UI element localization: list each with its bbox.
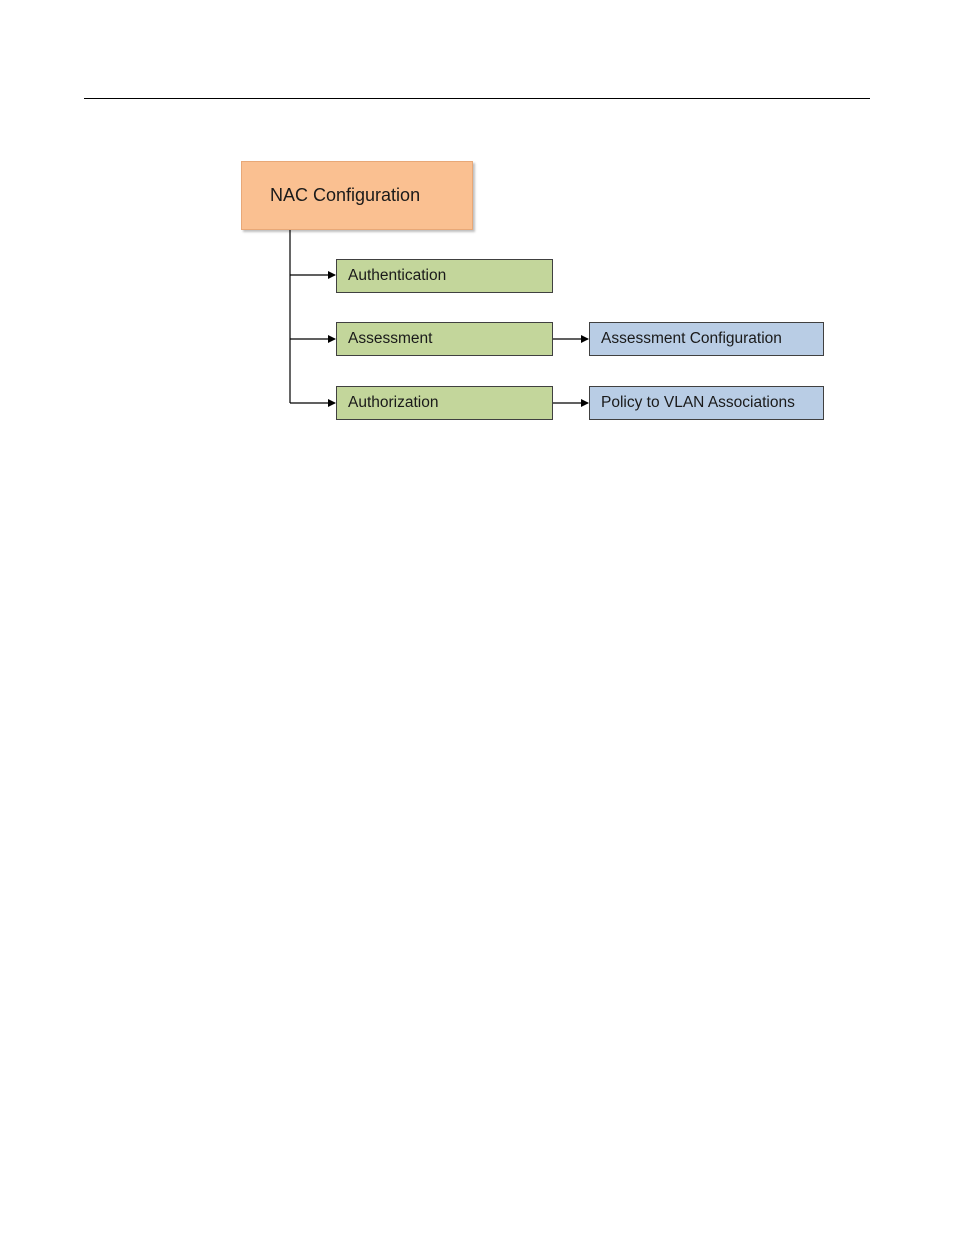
node-authorization: Authorization bbox=[336, 386, 553, 420]
root-node-label: NAC Configuration bbox=[270, 185, 420, 206]
node-authorization-label: Authorization bbox=[348, 394, 438, 412]
node-policy-vlan-associations: Policy to VLAN Associations bbox=[589, 386, 824, 420]
node-authentication: Authentication bbox=[336, 259, 553, 293]
node-assessment-label: Assessment bbox=[348, 330, 432, 348]
node-authentication-label: Authentication bbox=[348, 267, 446, 285]
node-assessment: Assessment bbox=[336, 322, 553, 356]
root-node: NAC Configuration bbox=[241, 161, 473, 230]
node-assessment-configuration: Assessment Configuration bbox=[589, 322, 824, 356]
node-assessment-configuration-label: Assessment Configuration bbox=[601, 330, 782, 348]
node-policy-vlan-associations-label: Policy to VLAN Associations bbox=[601, 394, 795, 412]
